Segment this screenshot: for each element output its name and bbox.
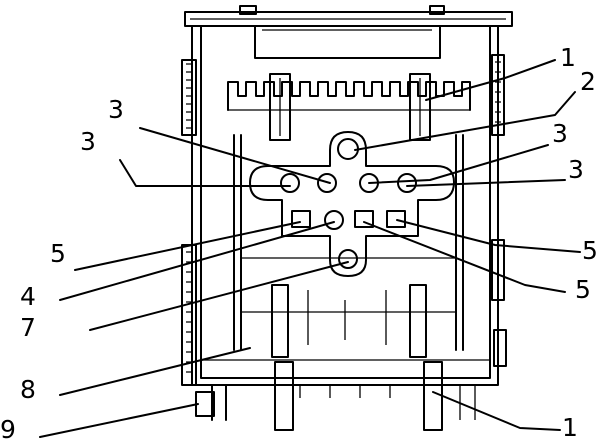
right-gear-strip [491,54,507,367]
callout-3-c: 3 [552,119,568,148]
leader-lines [39,59,581,438]
slot-5c [386,210,406,228]
cross-panel [249,131,455,277]
body-inner-frame [200,25,491,379]
lower-guide-right [409,284,427,358]
left-gear-strip [181,59,197,386]
hole-7 [338,249,358,269]
callout-3-a: 3 [108,95,124,124]
callout-2: 2 [580,67,596,96]
callout-5-left: 5 [50,239,66,268]
hole-4 [324,210,344,230]
callout-1-bottom: 1 [562,413,578,439]
hole-3d [397,173,417,193]
slot-guide-right [409,73,431,141]
callout-5-right-upper: 5 [582,236,598,265]
callout-3-d: 3 [568,155,584,184]
callout-9: 9 [0,415,16,439]
housing [181,5,513,431]
callout-7: 7 [20,313,36,342]
callout-1-top: 1 [560,43,576,72]
fin-strip [227,81,471,111]
slot-guide-left [269,73,291,141]
top-tab-right [429,5,445,15]
hole-3a [280,173,300,193]
callout-3-b: 3 [80,127,96,156]
callout-5-right-lower: 5 [575,275,591,304]
hole-3b [317,173,337,193]
body-frame [191,25,499,386]
callout-4: 4 [20,282,36,311]
top-window [254,25,441,59]
top-tab-left [239,5,257,15]
slot-5b [354,210,374,228]
slot-5a [291,210,311,228]
bottom-foot-right [423,361,443,431]
lower-guide-left [271,284,289,358]
callout-8: 8 [20,375,36,404]
bottom-foot-left [274,361,294,431]
callout-labels: 1 2 3 3 3 3 5 5 4 5 7 8 9 1 [0,43,598,439]
